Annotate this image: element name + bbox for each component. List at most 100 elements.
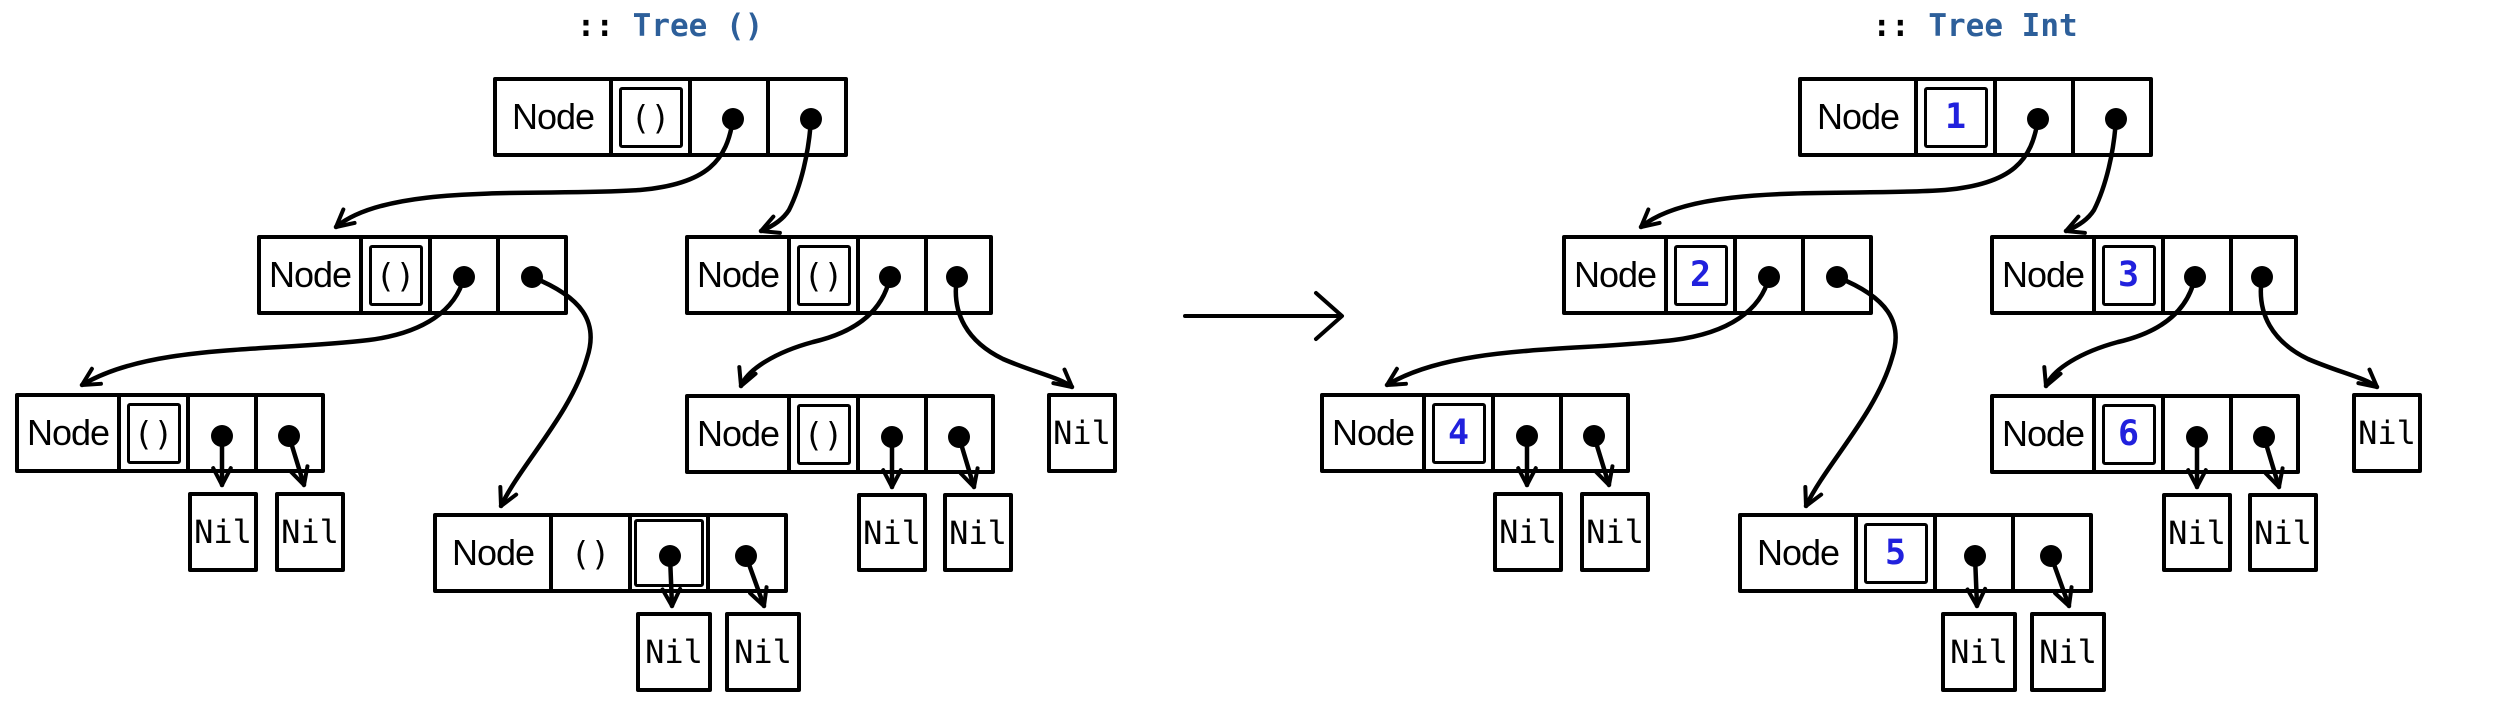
value-cell: 6 (2092, 398, 2161, 470)
nil-box: Nil (2030, 612, 2106, 692)
nil-box: Nil (2248, 493, 2318, 572)
left-tree-title: :: Tree () (420, 8, 920, 44)
value-cell: () (787, 239, 856, 311)
constructor-cell: Node (1573, 254, 1657, 295)
arrowhead (2064, 214, 2087, 235)
arrowhead (2356, 367, 2379, 389)
value-box: () (796, 244, 851, 306)
right-tree-type-name: Tree Int (1928, 8, 2078, 44)
value-box: 2 (1673, 244, 1728, 306)
nil-box: Nil (1047, 393, 1117, 473)
right-pointer-cell (766, 81, 844, 153)
value-box: 4 (1431, 402, 1486, 464)
nil-box: Nil (1580, 492, 1650, 572)
left-pointer-cell (856, 398, 924, 470)
left-pointer-cell (1733, 239, 1801, 311)
right-pointer-cell (1559, 397, 1626, 469)
l-tree-node-root: Node () (493, 77, 848, 157)
nil-box: Nil (275, 492, 345, 572)
left-pointer-cell (688, 81, 766, 153)
right-pointer-cell (2229, 398, 2296, 470)
value-box: () (618, 86, 683, 148)
nil-box: Nil (857, 493, 927, 572)
constructor-cell: Node (451, 532, 535, 573)
value-box: () (570, 533, 611, 573)
right-pointer-cell (706, 517, 784, 589)
right-pointer-cell (1801, 239, 1869, 311)
arrowhead (498, 485, 519, 508)
value-box: 3 (2101, 244, 2156, 306)
l-tree-node-right: Node () (685, 235, 993, 315)
r-tree-node-left-right: Node 5 (1738, 513, 2093, 593)
transform-arrowhead (1314, 291, 1344, 341)
left-pointer-cell (428, 239, 496, 311)
value-cell: 5 (1854, 517, 1933, 589)
value-box: () (368, 244, 423, 306)
arrowhead (737, 365, 758, 388)
l-tree-node-left: Node () (257, 235, 568, 315)
value-cell: 4 (1422, 397, 1491, 469)
right-pointer-cell (496, 239, 564, 311)
r-tree-node-right: Node 3 (1990, 235, 2298, 315)
value-cell: () (549, 517, 628, 589)
right-pointer-cell (924, 239, 989, 311)
right-pointer-cell (254, 397, 321, 469)
right-pointer-cell (924, 398, 991, 470)
arrowhead (2042, 365, 2063, 388)
nil-box: Nil (2162, 493, 2232, 572)
right-pointer-cell (2011, 517, 2089, 589)
left-pointer-cell (856, 239, 924, 311)
value-cell: () (359, 239, 428, 311)
value-cell: () (787, 398, 856, 470)
type-annotation-colons: :: (1872, 8, 1910, 44)
nil-box: Nil (1493, 492, 1563, 572)
pointer-highlight-box (634, 519, 704, 587)
left-pointer-cell (1993, 81, 2071, 153)
left-pointer-cell (1933, 517, 2011, 589)
r-tree-node-right-left: Node 6 (1990, 394, 2300, 474)
left-pointer-cell (2161, 239, 2229, 311)
constructor-cell: Node (1756, 532, 1840, 573)
constructor-cell: Node (268, 254, 352, 295)
left-pointer-cell (2161, 398, 2229, 470)
constructor-cell: Node (696, 413, 780, 454)
value-box: () (796, 403, 851, 465)
l-tree-node-left-left: Node () (15, 393, 325, 473)
arrowhead (1385, 366, 1408, 387)
r-tree-node-left-left: Node 4 (1320, 393, 1630, 473)
r-tree-node-root: Node 1 (1798, 77, 2153, 157)
nil-box: Nil (2352, 393, 2422, 473)
value-box: 1 (1923, 86, 1988, 148)
constructor-cell: Node (696, 254, 780, 295)
l-tree-node-left-right: Node () (433, 513, 788, 593)
constructor-cell: Node (1331, 412, 1415, 453)
constructor-cell: Node (2001, 413, 2085, 454)
left-pointer-cell-highlighted (628, 517, 706, 589)
arrowhead (759, 214, 782, 235)
constructor-cell: Node (511, 96, 595, 137)
left-tree-type-name: Tree () (632, 8, 764, 44)
right-pointer-cell (2071, 81, 2149, 153)
left-pointer-cell (1491, 397, 1559, 469)
value-cell: 1 (1914, 81, 1993, 153)
arrowhead (80, 366, 103, 387)
value-cell: 2 (1664, 239, 1733, 311)
value-cell: () (609, 81, 688, 153)
value-box: 5 (1863, 522, 1928, 584)
arrowhead (334, 207, 357, 229)
nil-box: Nil (725, 612, 801, 692)
right-pointer-cell (2229, 239, 2294, 311)
nil-box: Nil (636, 612, 712, 692)
nil-box: Nil (943, 493, 1013, 572)
l-tree-node-right-left: Node () (685, 394, 995, 474)
arrowhead (1051, 367, 1074, 389)
left-pointer-cell (186, 397, 254, 469)
value-box: () (126, 402, 181, 464)
right-tree-title: :: Tree Int (1725, 8, 2225, 44)
value-box: 6 (2101, 403, 2156, 465)
nil-box: Nil (188, 492, 258, 572)
constructor-cell: Node (1816, 96, 1900, 137)
constructor-cell: Node (2001, 254, 2085, 295)
arrowhead (1639, 207, 1662, 229)
